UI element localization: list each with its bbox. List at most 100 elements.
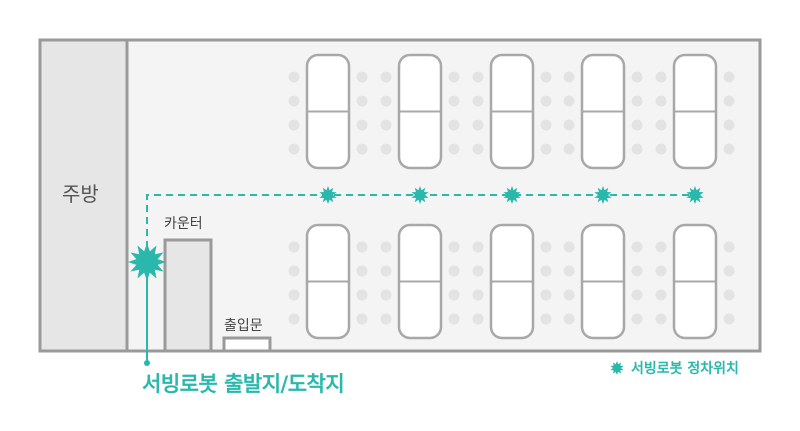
counter-label: 카운터 (164, 216, 203, 232)
robot-route-dashed (146, 194, 695, 260)
chair-dot (448, 71, 460, 83)
chair-dot (540, 143, 552, 155)
chair-dot (380, 143, 392, 155)
robot-stop-starburst-icon (686, 186, 704, 204)
chair-dot (288, 289, 300, 301)
chair-dot (655, 241, 667, 253)
kitchen-area (38, 38, 129, 353)
legend-label: 서빙로봇 정차위치 (631, 361, 739, 377)
chair-dot (723, 265, 735, 277)
chair-dot (288, 143, 300, 155)
chair-dot (472, 95, 484, 107)
chair-dot (563, 265, 575, 277)
chair-dot (723, 95, 735, 107)
table-set (563, 53, 643, 170)
chair-dot (472, 265, 484, 277)
chair-dot (288, 71, 300, 83)
entrance-label: 출입문 (224, 318, 263, 334)
chair-dot (631, 71, 643, 83)
chair-dot (723, 313, 735, 325)
chair-dot (655, 313, 667, 325)
robot-start-marker (128, 243, 166, 281)
counter-box (163, 238, 213, 353)
entrance-door (222, 336, 272, 353)
chair-dot (472, 119, 484, 131)
chair-dot (448, 289, 460, 301)
chair-dot (356, 289, 368, 301)
chair-dot (288, 313, 300, 325)
table-set (288, 53, 368, 170)
kitchen-label: 주방 (62, 182, 99, 206)
table-set (380, 223, 460, 340)
chair-dot (380, 95, 392, 107)
chair-dot (356, 265, 368, 277)
table-set (563, 223, 643, 340)
robot-stop-starburst-icon (503, 186, 521, 204)
chair-dot (655, 71, 667, 83)
chair-dot (356, 143, 368, 155)
chair-dot (448, 143, 460, 155)
chair-dot (448, 241, 460, 253)
chair-dot (356, 241, 368, 253)
chair-dot (472, 313, 484, 325)
chair-dot (540, 119, 552, 131)
table-set (655, 53, 735, 170)
chair-dot (540, 289, 552, 301)
chair-dot (356, 313, 368, 325)
starburst-icon (610, 361, 624, 375)
chair-dot (563, 71, 575, 83)
chair-dot (723, 119, 735, 131)
robot-stop-starburst-icon (594, 186, 612, 204)
chair-dot (540, 95, 552, 107)
chair-dot (631, 313, 643, 325)
chair-dot (655, 119, 667, 131)
chair-dot (631, 289, 643, 301)
chair-dot (540, 71, 552, 83)
chair-dot (655, 265, 667, 277)
chair-dot (540, 241, 552, 253)
tables-group (288, 53, 735, 340)
robot-start-label: 서빙로봇 출발지/도착지 (142, 372, 345, 396)
chair-dot (356, 95, 368, 107)
chair-dot (472, 241, 484, 253)
chair-dot (288, 265, 300, 277)
table-set (288, 223, 368, 340)
chair-dot (448, 265, 460, 277)
chair-dot (380, 289, 392, 301)
chair-dot (723, 289, 735, 301)
chair-dot (356, 119, 368, 131)
chair-dot (723, 71, 735, 83)
legend: 서빙로봇 정차위치 (609, 358, 739, 378)
chair-dot (723, 143, 735, 155)
chair-dot (540, 265, 552, 277)
chair-dot (631, 241, 643, 253)
table-set (655, 223, 735, 340)
chair-dot (723, 241, 735, 253)
start-connector-dot (144, 360, 150, 366)
chair-dot (380, 119, 392, 131)
chair-dot (655, 143, 667, 155)
chair-dot (563, 289, 575, 301)
table-set (380, 53, 460, 170)
chair-dot (563, 95, 575, 107)
chair-dot (655, 95, 667, 107)
chair-dot (631, 143, 643, 155)
robot-stop-starburst-icon (319, 186, 337, 204)
chair-dot (448, 119, 460, 131)
chair-dot (288, 95, 300, 107)
chair-dot (631, 95, 643, 107)
robot-stop-starburst-icon (411, 186, 429, 204)
chair-dot (380, 265, 392, 277)
chair-dot (655, 289, 667, 301)
chair-dot (380, 241, 392, 253)
chair-dot (448, 313, 460, 325)
chair-dot (356, 71, 368, 83)
chair-dot (563, 241, 575, 253)
chair-dot (448, 95, 460, 107)
chair-dot (380, 313, 392, 325)
chair-dot (631, 265, 643, 277)
chair-dot (540, 313, 552, 325)
chair-dot (631, 119, 643, 131)
chair-dot (472, 143, 484, 155)
